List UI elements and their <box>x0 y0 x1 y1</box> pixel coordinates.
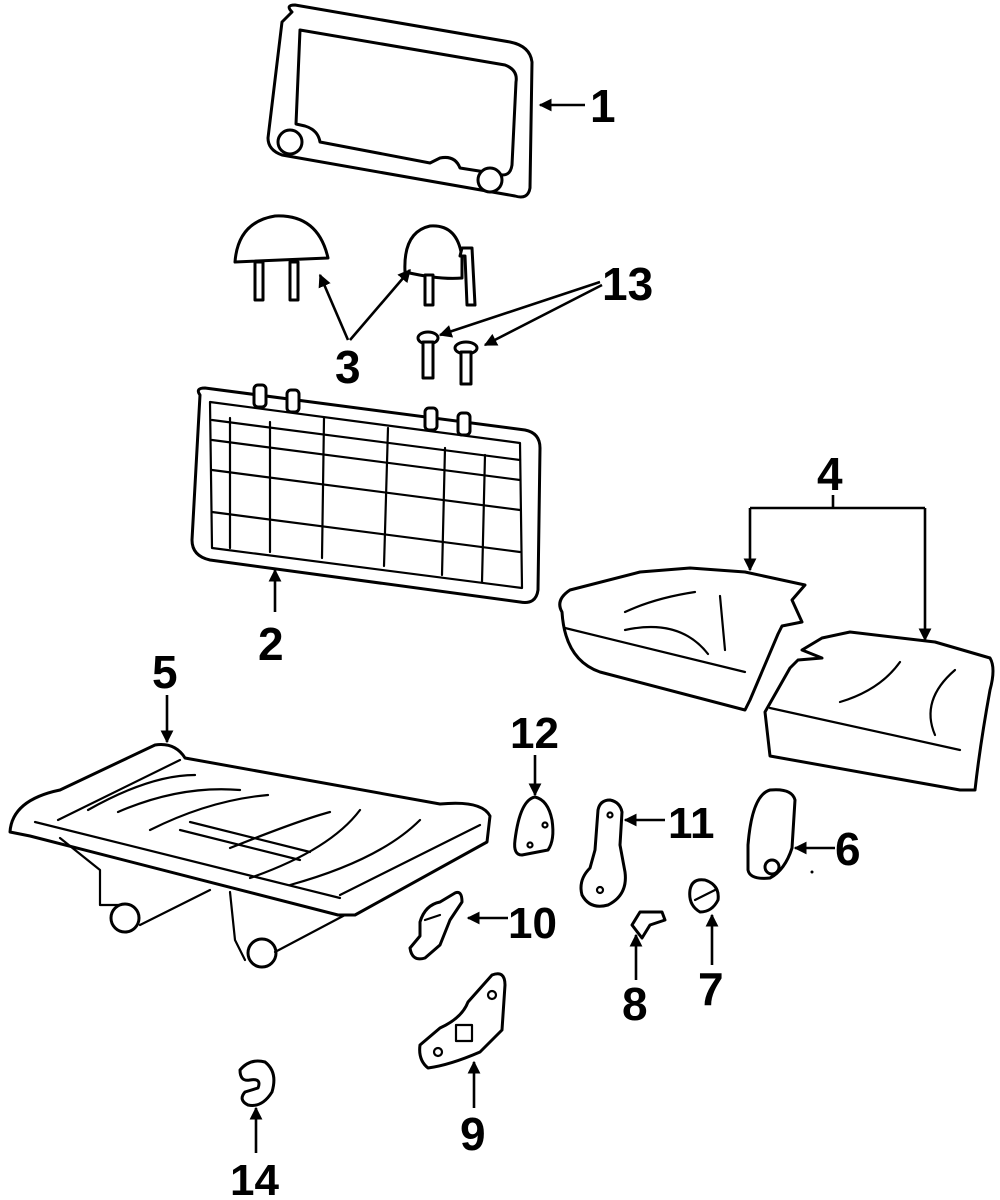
part-1-back-panel[interactable] <box>266 3 534 199</box>
callout-9: 9 <box>460 1108 486 1160</box>
callout-14: 14 <box>230 1156 279 1200</box>
stray-dot <box>810 870 814 874</box>
callout-3: 3 <box>335 341 361 393</box>
callout-5: 5 <box>152 646 178 698</box>
callout-10: 10 <box>508 899 557 948</box>
leader-13a <box>438 280 601 338</box>
callout-12: 12 <box>510 709 559 758</box>
leader-3b <box>349 269 411 341</box>
part-4-cushion-right[interactable] <box>763 630 995 792</box>
callout-7: 7 <box>698 963 724 1015</box>
part-7-knob[interactable] <box>688 878 720 914</box>
part-3-headrest-right[interactable] <box>403 224 477 307</box>
part-5-cushion-frame[interactable] <box>8 743 492 969</box>
part-9-hinge-bracket[interactable] <box>418 972 507 1070</box>
part-4-cushion-left[interactable] <box>558 566 807 712</box>
callout-4: 4 <box>817 448 843 500</box>
part-8-release-lever[interactable] <box>630 910 667 940</box>
callout-6: 6 <box>835 823 861 875</box>
callout-2: 2 <box>258 618 284 670</box>
callout-8: 8 <box>622 978 648 1030</box>
leader-13b <box>483 283 603 347</box>
part-13-bolt-right[interactable] <box>453 340 479 386</box>
part-14-bushing[interactable] <box>238 1059 276 1107</box>
callout-1: 1 <box>590 80 616 132</box>
part-13-bolt-left[interactable] <box>416 330 440 380</box>
part-12-side-cover[interactable] <box>513 795 555 857</box>
part-3-headrest-left[interactable] <box>233 214 330 302</box>
callout-13: 13 <box>602 258 653 310</box>
part-6-recliner-cover[interactable] <box>746 788 797 880</box>
part-11-pivot-bracket[interactable] <box>579 798 627 908</box>
callout-11: 11 <box>668 799 715 848</box>
part-10-latch[interactable] <box>408 890 464 961</box>
leader-3a <box>318 273 350 341</box>
part-2-back-frame[interactable] <box>190 383 542 604</box>
